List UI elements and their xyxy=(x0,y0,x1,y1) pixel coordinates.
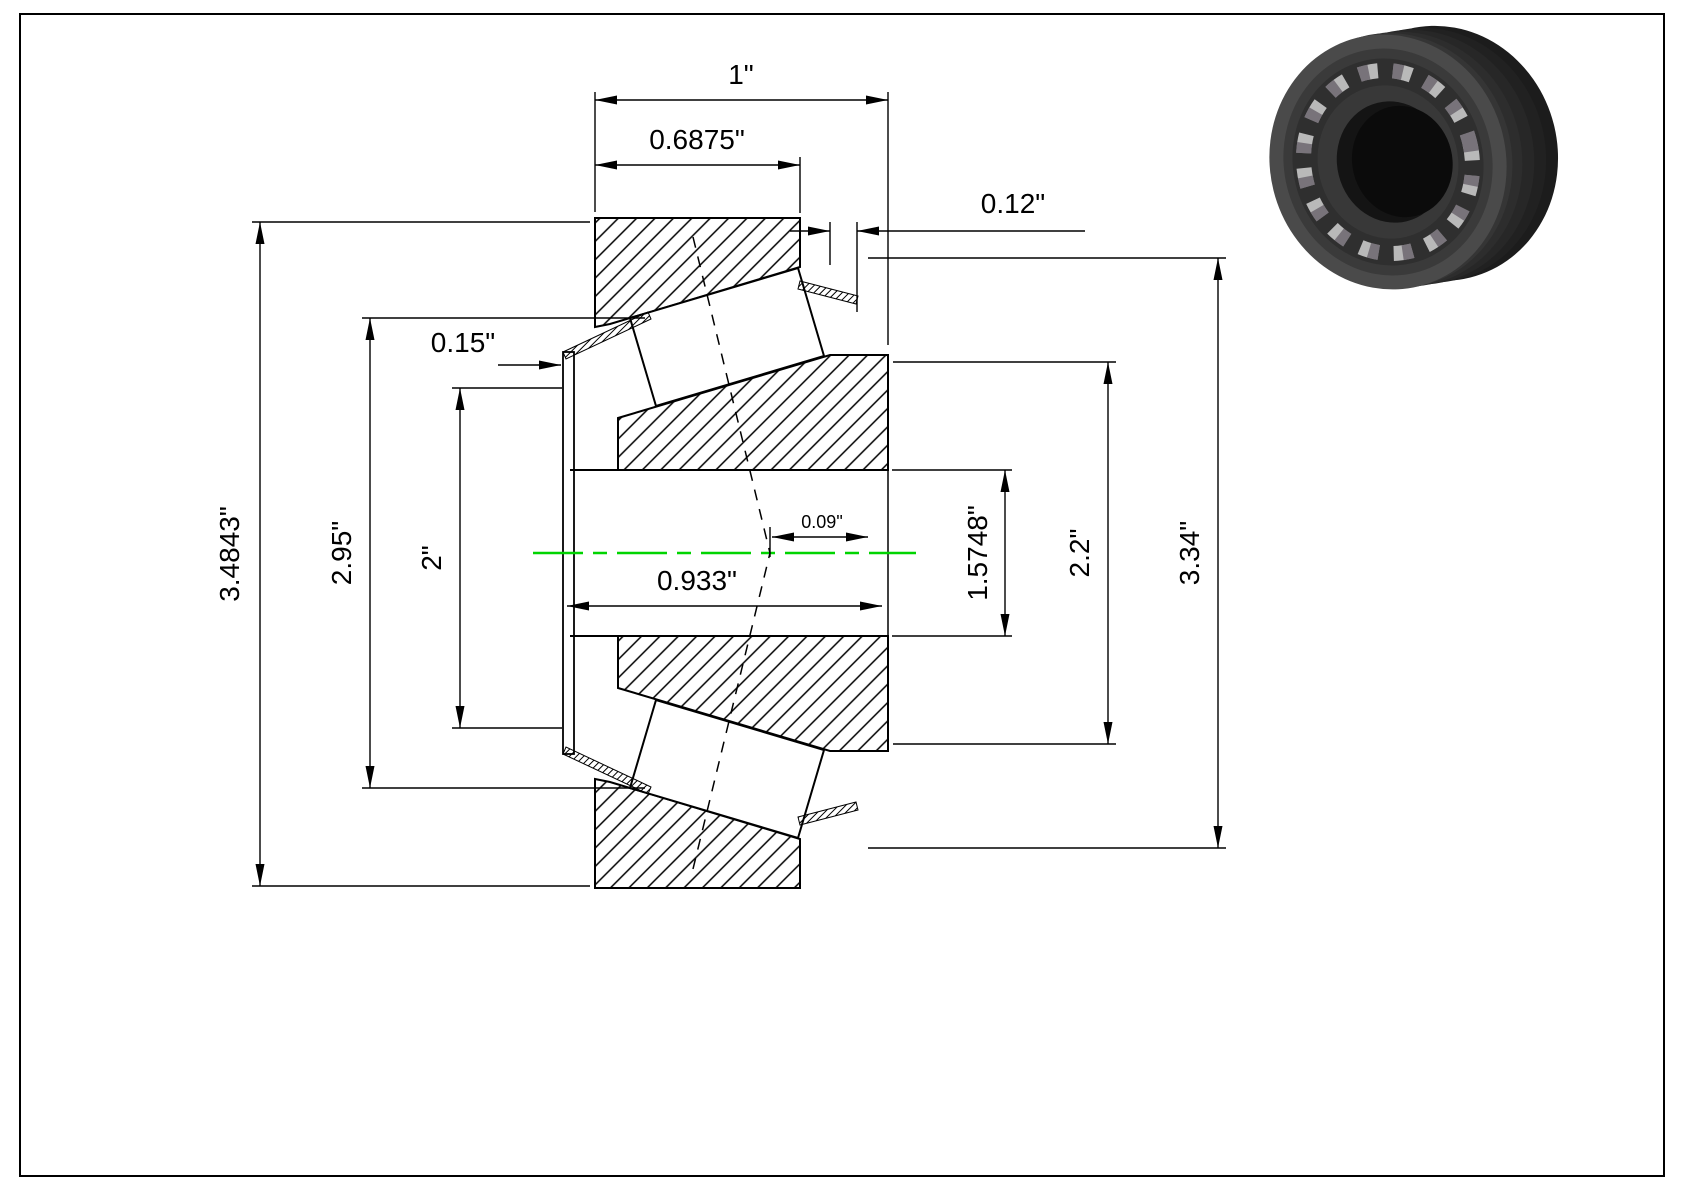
dim-label-cone-od: 2.2" xyxy=(1064,529,1095,578)
dim-label-cup-od: 3.34" xyxy=(1174,521,1205,585)
bearing-bore-depth xyxy=(1351,105,1453,218)
dim-flange-od: 3.4843" xyxy=(214,221,590,887)
dim-cone-width: 0.933" xyxy=(567,565,882,611)
roller-bottom xyxy=(628,698,826,840)
dim-label-protrusion: 0.12" xyxy=(981,188,1045,219)
dim-label-cone-width: 0.933" xyxy=(657,565,737,596)
cage-strip-bottom-right xyxy=(797,801,859,826)
dim-label-flange-thickness: 0.15" xyxy=(431,327,495,358)
dim-label-mid-od: 2.95" xyxy=(326,521,357,585)
dim-bore: 1.5748" xyxy=(892,469,1012,637)
dim-cup-od: 3.34" xyxy=(868,257,1226,849)
dim-protrusion: 0.12" xyxy=(790,188,1085,312)
dim-cup-width: 0.6875" xyxy=(595,124,801,213)
border-frame xyxy=(19,13,1665,1177)
dim-label-load-center: 0.09" xyxy=(801,512,842,532)
dim-overall-width: 1" xyxy=(594,59,889,345)
roller-top xyxy=(628,266,826,408)
roller-axis-lines xyxy=(692,236,771,870)
bearing-rollers xyxy=(1296,62,1480,262)
dim-label-pilot-od: 2" xyxy=(416,545,447,571)
dim-label-bore: 1.5748" xyxy=(962,505,993,601)
dim-load-center: 0.09" xyxy=(769,512,868,557)
dim-label-flange-od: 3.4843" xyxy=(214,506,245,602)
dim-mid-od: 2.95" xyxy=(326,317,645,789)
dim-label-overall-width: 1" xyxy=(728,59,754,90)
cage-strip-bottom-left xyxy=(562,746,652,795)
dim-cone-od: 2.2" xyxy=(893,361,1116,745)
cage-strip-top-right xyxy=(797,280,859,305)
bearing-cross-section xyxy=(562,217,889,889)
dim-flange-thickness: 0.15" xyxy=(431,327,561,370)
dim-pilot-od: 2" xyxy=(416,387,562,729)
roller-axis-bottom xyxy=(692,552,771,870)
bearing-3d-render xyxy=(1269,25,1559,290)
roller-axis-top xyxy=(692,236,771,554)
dim-label-cup-width: 0.6875" xyxy=(649,124,745,155)
dimensions: 1" 0.6875" 0.12" 0.15" 3.4843" xyxy=(214,59,1226,887)
cage xyxy=(562,280,859,826)
cage-strip-top-left xyxy=(562,311,652,360)
